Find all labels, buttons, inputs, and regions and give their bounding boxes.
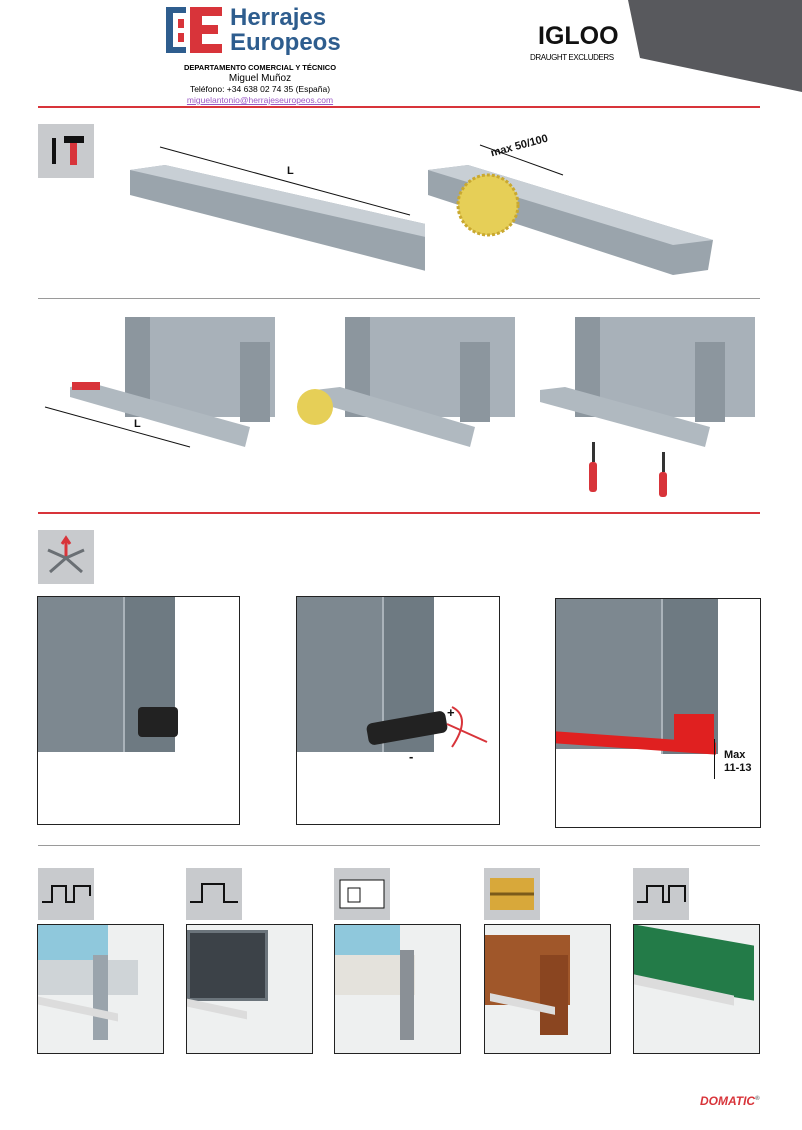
profile-type-2-icon xyxy=(186,868,242,920)
length-label: L xyxy=(287,165,294,177)
email-link[interactable]: miguelantonio@herrajeseuropeos.com xyxy=(186,95,334,105)
profile-type-5-icon xyxy=(633,868,689,920)
registered-mark: ® xyxy=(755,1096,760,1102)
application-wood-door xyxy=(484,924,611,1054)
divider xyxy=(38,106,760,108)
contact-name: Miguel Muñoz xyxy=(228,73,292,84)
application-aluminium-glass xyxy=(37,924,164,1054)
profile-type-3-icon xyxy=(334,868,390,920)
logo-line1: Herrajes xyxy=(230,4,327,31)
divider xyxy=(38,298,760,299)
brand-name: DOMATIC xyxy=(700,1094,756,1108)
product-title: IGLOO xyxy=(538,22,619,50)
tools-icon xyxy=(38,124,94,178)
logo-line2: Europeos xyxy=(230,29,341,56)
max-label: Max xyxy=(724,749,746,761)
adjust-step-1 xyxy=(37,596,240,825)
minus-label: - xyxy=(409,749,414,764)
adjust-arrows-icon xyxy=(38,530,94,584)
adjust-step-3: Max 11-13 xyxy=(555,598,761,828)
application-green-profile xyxy=(633,924,760,1054)
profile-length-illustration xyxy=(130,146,425,271)
profile-type-1-icon xyxy=(38,868,94,920)
phone: Teléfono: +34 638 02 74 35 (España) xyxy=(189,84,331,94)
max-value: 11-13 xyxy=(724,762,752,774)
cut-saw-illustration xyxy=(428,144,713,275)
application-steel-door xyxy=(186,924,313,1054)
divider xyxy=(38,512,760,514)
door-measure-illustration xyxy=(44,317,275,448)
door-screw-illustration xyxy=(540,317,755,497)
logo-mark-icon xyxy=(166,7,222,53)
product-subtitle: DRAUGHT EXCLUDERS xyxy=(530,53,614,62)
corner-decoration xyxy=(628,0,802,92)
application-pvc-glass xyxy=(334,924,461,1054)
domatic-logo: DOMATIC® xyxy=(700,1094,760,1108)
divider xyxy=(38,845,760,846)
door-cut-illustration xyxy=(297,317,515,447)
department: DEPARTAMENTO COMERCIAL Y TÉCNICO xyxy=(183,63,337,72)
wood-profile-icon xyxy=(484,868,540,920)
logo: Herrajes Europeos xyxy=(164,5,344,59)
length-label-2: L xyxy=(134,418,141,430)
adjust-step-2: + - xyxy=(296,596,500,825)
plus-label: + xyxy=(447,705,455,720)
